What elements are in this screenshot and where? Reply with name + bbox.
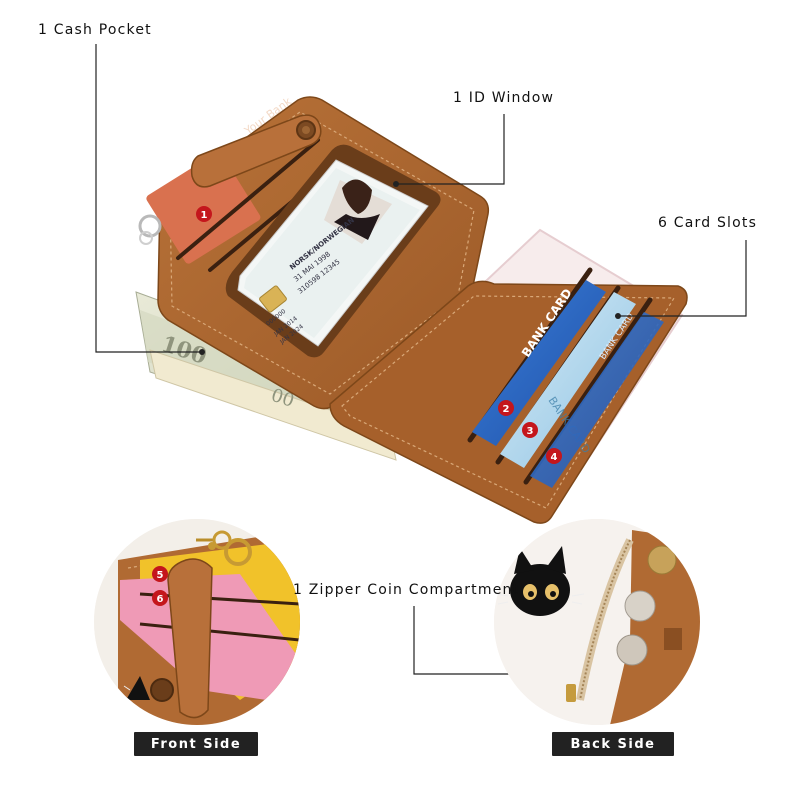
front-strap	[167, 558, 213, 719]
keyring-icon	[196, 530, 252, 566]
id-chip	[259, 285, 287, 313]
slot-number-5: 5	[152, 566, 168, 582]
coin	[616, 634, 648, 666]
main-wallet: 100 00 Your Bank	[135, 94, 688, 524]
svg-text:1: 1	[201, 210, 208, 221]
black-cat-icon	[495, 546, 585, 616]
id-window-leader	[396, 114, 505, 185]
svg-text:4: 4	[551, 452, 558, 463]
svg-text:2: 2	[503, 404, 510, 415]
card-slots-leader	[618, 240, 747, 317]
id-photo	[324, 179, 392, 244]
snap-button-icon	[150, 678, 174, 702]
slot-number-3: 3	[522, 422, 538, 438]
slot-number-2: 2	[498, 400, 514, 416]
svg-text:6: 6	[157, 594, 164, 605]
coin	[624, 590, 656, 622]
id-window-callout: 1 ID Window	[453, 90, 555, 106]
cash-pocket-leader	[95, 44, 202, 353]
svg-text:5: 5	[157, 570, 164, 581]
zipper-leader	[413, 606, 516, 675]
back-side-detail	[494, 519, 700, 725]
slot-number-6: 6	[152, 590, 168, 606]
back-tab	[664, 628, 682, 650]
strap	[190, 114, 322, 188]
card-slots-callout: 6 Card Slots	[658, 215, 758, 231]
zipper-coin-callout: 1 Zipper Coin Compartment	[293, 582, 520, 598]
coin	[647, 545, 677, 575]
front-side-badge: Front Side	[134, 732, 258, 756]
front-side-detail: 5 6	[94, 519, 300, 725]
svg-text:3: 3	[527, 426, 534, 437]
slot-number-4: 4	[546, 448, 562, 464]
id-window: NORSK/NORWEGIAN 31 MAI 1998 310598 12345…	[225, 144, 441, 358]
callout-lines	[95, 44, 747, 677]
slot-number-1: 1	[196, 206, 212, 222]
back-side-badge: Back Side	[552, 732, 674, 756]
zipper-pull	[566, 684, 576, 702]
keyring-icon	[138, 214, 162, 245]
bank-card-small	[530, 312, 664, 488]
cash-pocket-callout: 1 Cash Pocket	[38, 22, 152, 38]
